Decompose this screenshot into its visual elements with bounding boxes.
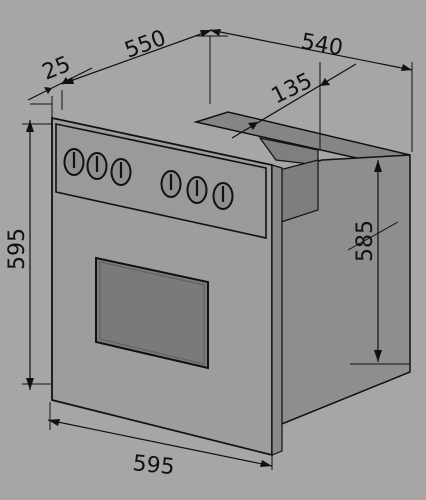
dimension-label-body-depth: 550 <box>122 26 170 64</box>
dimension-lines <box>22 29 413 470</box>
dimension-label-total-height: 595 <box>5 228 30 270</box>
dimension-label-body-height: 585 <box>353 220 378 262</box>
knob <box>212 182 234 210</box>
oven-window <box>95 256 209 370</box>
knob <box>186 176 208 204</box>
oven-window-inner <box>99 261 205 365</box>
knob <box>63 148 85 176</box>
knob <box>110 158 132 186</box>
oven-door-edge <box>271 164 283 456</box>
knob <box>86 152 108 180</box>
dimension-label-front-width: 595 <box>131 451 175 480</box>
oven-illustration <box>51 111 411 457</box>
dimension-label-rear-step: 135 <box>268 69 317 110</box>
dimension-label-cutout-width: 540 <box>299 29 345 61</box>
knob <box>160 170 182 198</box>
